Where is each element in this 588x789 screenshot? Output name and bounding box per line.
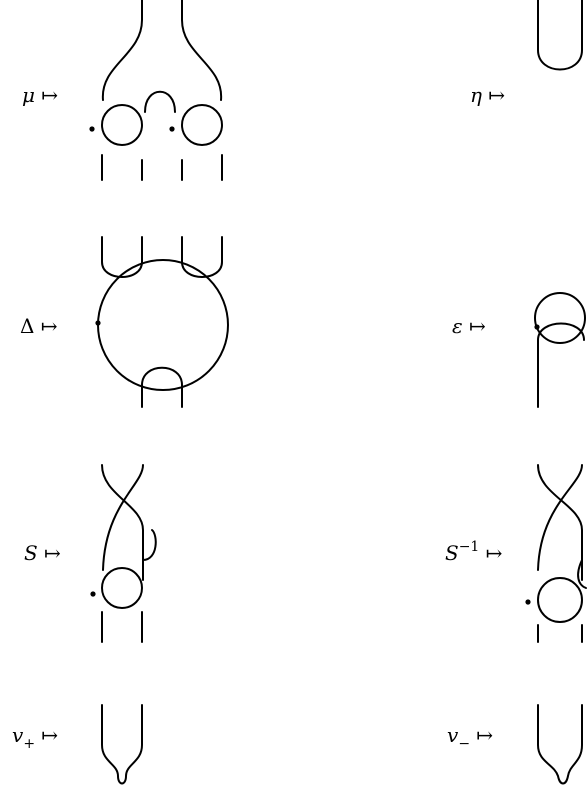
delta-label: Δ ↦ xyxy=(20,314,58,338)
mu-diagram: μ ↦ xyxy=(22,0,223,181)
mu-label: μ ↦ xyxy=(22,83,58,107)
mu-dot-left xyxy=(89,126,95,132)
antipode-diagram: S ↦ xyxy=(24,464,157,643)
v-minus-diagram: v− ↦ xyxy=(447,704,583,785)
eta-diagram: η ↦ xyxy=(470,0,583,107)
v-plus-label: v+ ↦ xyxy=(12,723,58,752)
delta-diagram: Δ ↦ xyxy=(20,236,229,408)
antipode-inverse-dot xyxy=(525,599,531,605)
epsilon-label: ε ↦ xyxy=(452,314,486,338)
delta-dot xyxy=(95,320,101,326)
mu-dot-right xyxy=(169,126,175,132)
antipode-dot xyxy=(90,591,96,597)
eta-label: η ↦ xyxy=(470,83,505,107)
epsilon-diagram: ε ↦ xyxy=(452,292,586,408)
v-plus-diagram: v+ ↦ xyxy=(12,704,143,785)
v-minus-label: v− ↦ xyxy=(447,723,493,752)
antipode-label: S ↦ xyxy=(24,541,61,565)
epsilon-dot xyxy=(534,324,540,330)
antipode-inverse-label: S−1 ↦ xyxy=(445,539,502,565)
antipode-inverse-diagram: S−1 ↦ xyxy=(445,464,587,643)
